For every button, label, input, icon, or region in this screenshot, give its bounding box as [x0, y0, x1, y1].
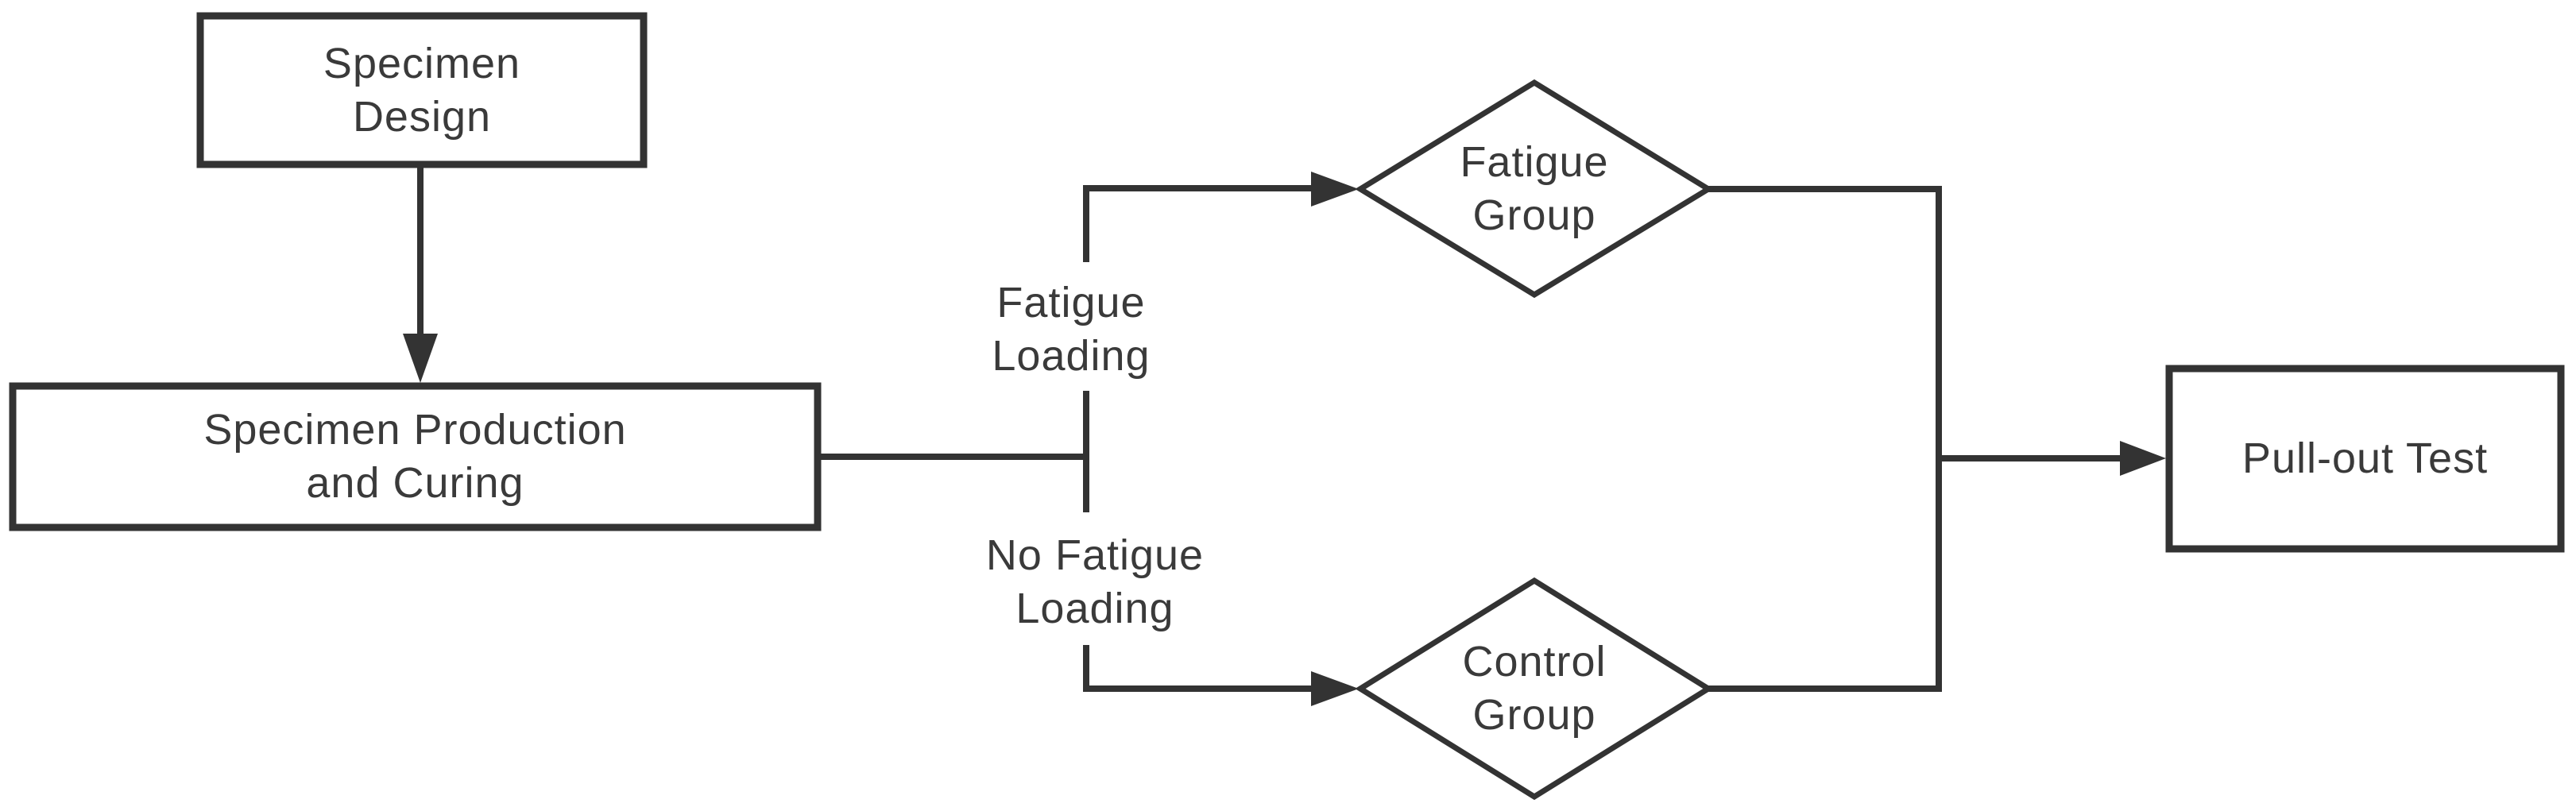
- node-label-pullout-test: Pull-out Test: [2241, 434, 2489, 482]
- edge-fatigue-branch: [1083, 185, 1313, 262]
- node-label-control-group: Control Group: [1462, 638, 1607, 739]
- process-box-specimen-design: [196, 12, 648, 168]
- node-label-production-curing: Specimen Production and Curing: [203, 406, 627, 507]
- edge-label-fatigue-loading: Fatigue Loading: [992, 279, 1151, 380]
- edge-control-branch: [1083, 645, 1313, 692]
- process-box-production-curing: [9, 382, 822, 531]
- arrowhead-fatigue-branch: [1311, 172, 1359, 207]
- arrowhead-design-to-production: [403, 334, 438, 383]
- process-box-pullout-test: [2165, 365, 2565, 553]
- decision-diamond-fatigue-group: [1355, 79, 1714, 299]
- node-label-specimen-design: Specimen Design: [323, 39, 521, 141]
- edge-label-no-fatigue-loading: No Fatigue Loading: [985, 531, 1205, 632]
- edge-merge-rail: [1708, 186, 1942, 692]
- arrowhead-control-branch: [1311, 671, 1359, 706]
- node-label-fatigue-group: Fatigue Group: [1460, 137, 1609, 239]
- decision-diamond-control-group: [1355, 577, 1714, 801]
- arrowhead-merge-to-pullout: [2120, 441, 2166, 476]
